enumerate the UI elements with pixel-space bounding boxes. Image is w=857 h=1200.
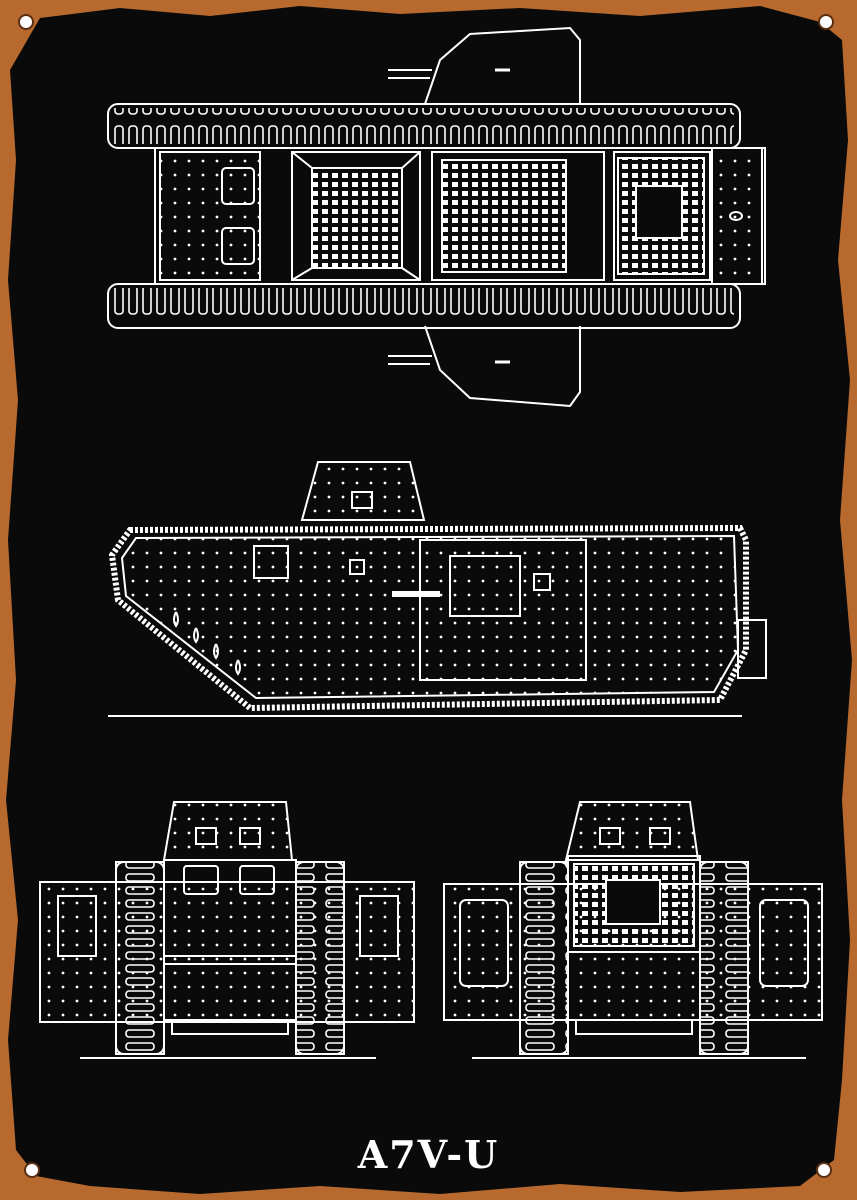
- rear-view: [443, 801, 823, 1059]
- top-view: [107, 26, 766, 408]
- mount-hole-bottom-left: [24, 1162, 40, 1178]
- front-view: [39, 801, 415, 1059]
- side-view: [108, 461, 767, 717]
- mount-hole-top-right: [818, 14, 834, 30]
- mount-hole-bottom-right: [816, 1162, 832, 1178]
- sign-title: A7V-U: [357, 1132, 500, 1177]
- mount-hole-top-left: [18, 14, 34, 30]
